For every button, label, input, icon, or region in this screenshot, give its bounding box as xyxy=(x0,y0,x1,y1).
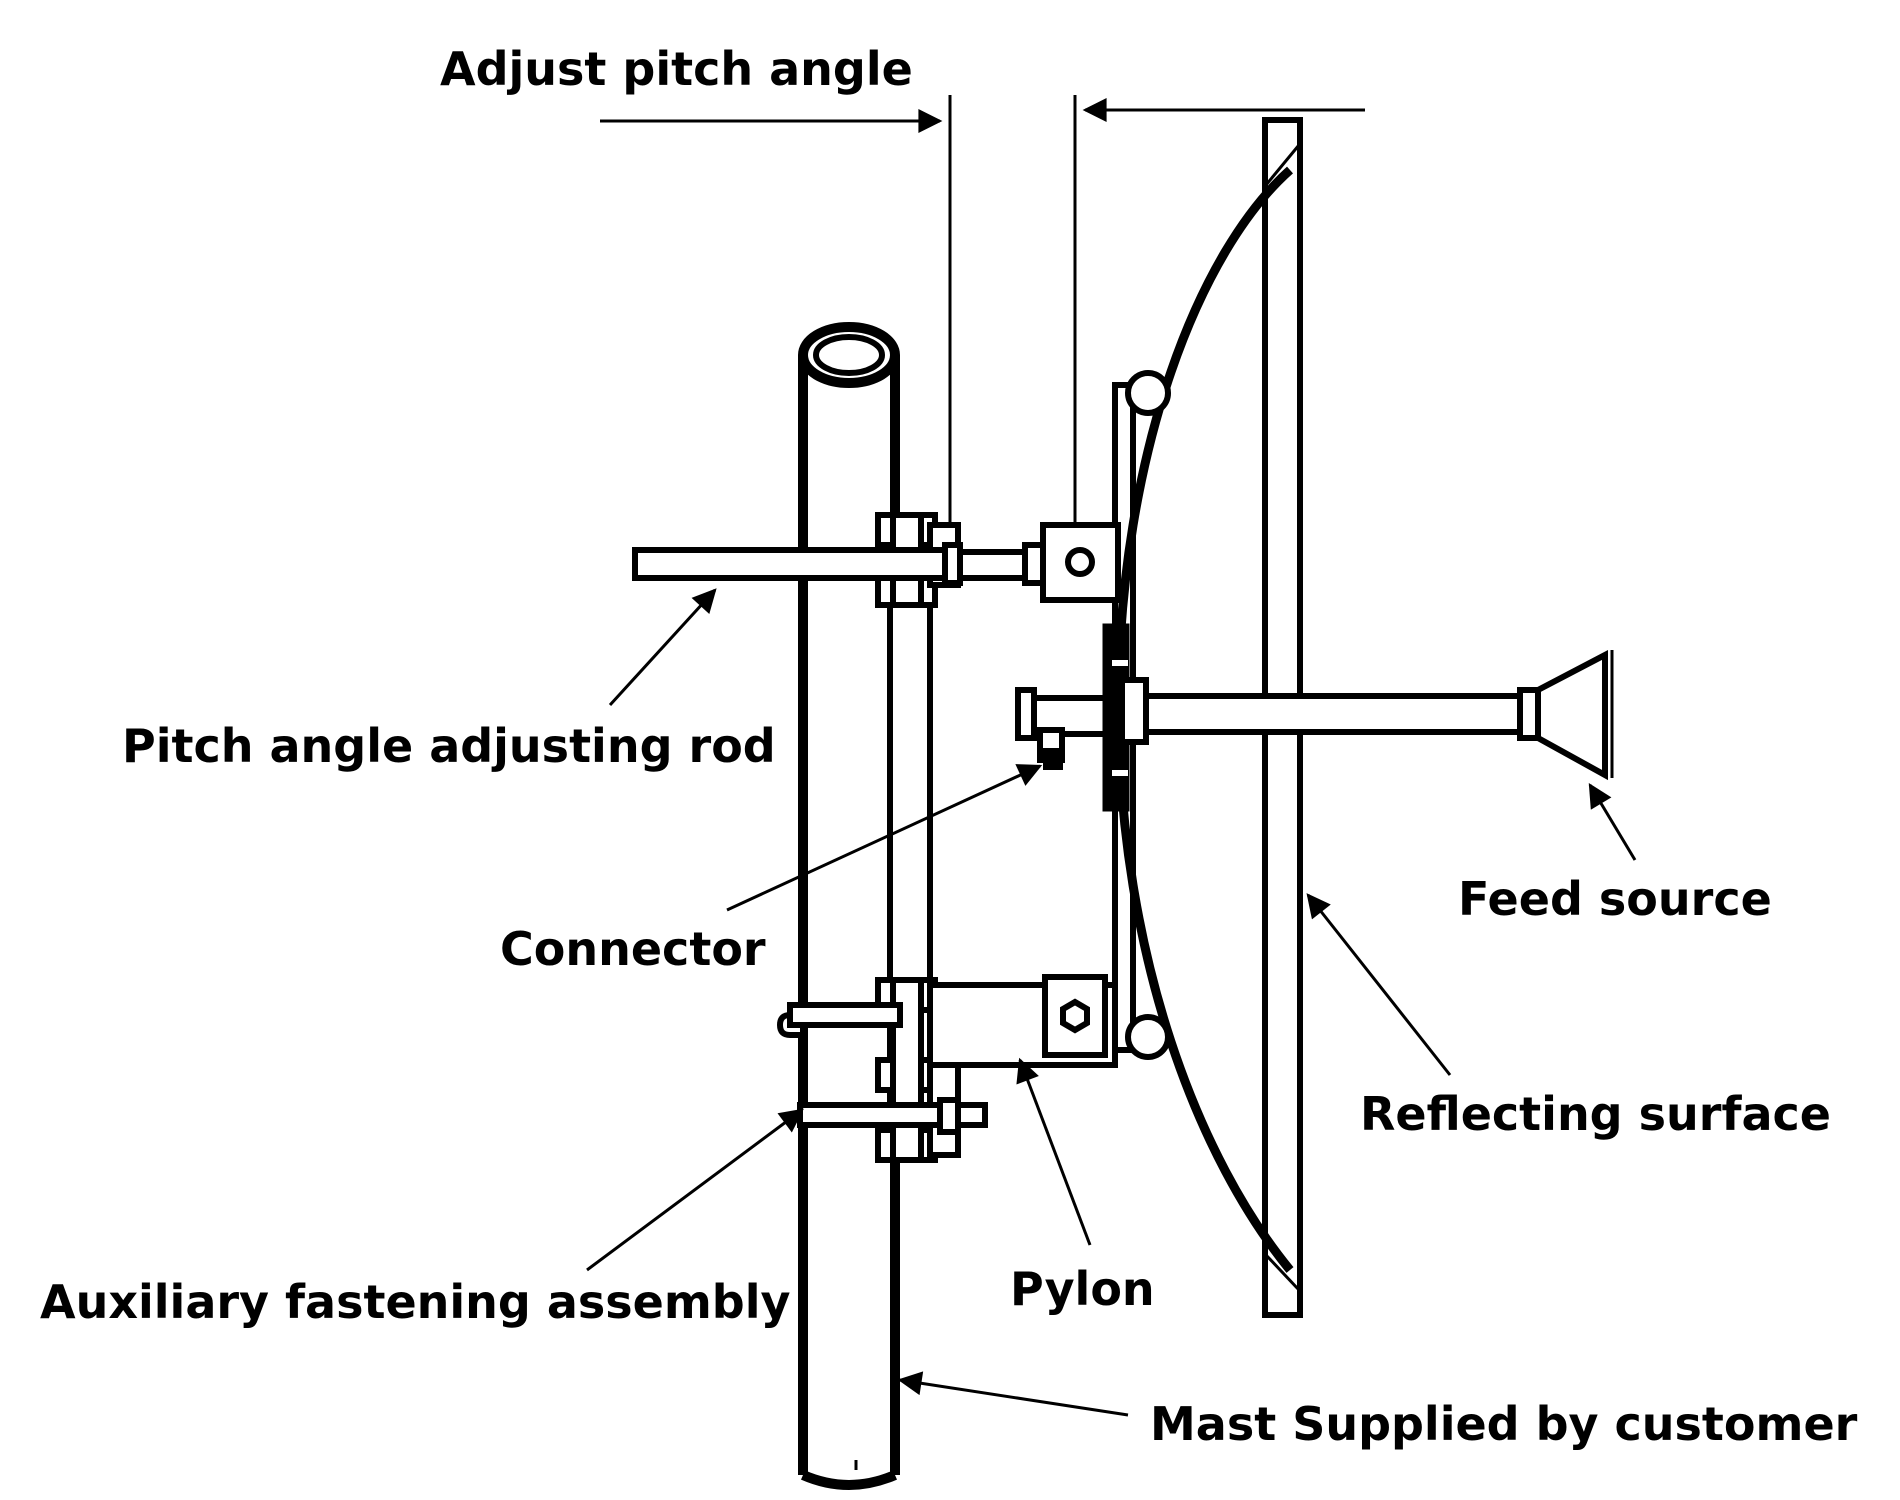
connector-label: Connector xyxy=(500,922,766,976)
pitch-angle-dimension xyxy=(600,95,1365,580)
auxiliary-fastening-assembly-label: Auxiliary fastening assembly xyxy=(40,1275,791,1329)
auxiliary-fastening-assembly xyxy=(776,1002,988,1135)
pitch-angle-adjusting-rod xyxy=(632,522,1121,603)
feed-source-label: Feed source xyxy=(1458,872,1772,926)
pitch-angle-adjusting-rod-label: Pitch angle adjusting rod xyxy=(122,719,776,773)
adjust-pitch-angle-label: Adjust pitch angle xyxy=(440,42,913,96)
leader-lines xyxy=(586,588,1637,1417)
feed-source xyxy=(1143,650,1614,781)
pylon xyxy=(875,382,1136,1163)
pylon-label: Pylon xyxy=(1010,1262,1155,1316)
reflecting-surface-label: Reflecting surface xyxy=(1360,1087,1831,1141)
connector xyxy=(1015,623,1149,812)
mast-supplied-by-customer-label: Mast Supplied by customer xyxy=(1150,1397,1858,1451)
mast xyxy=(798,322,900,1490)
